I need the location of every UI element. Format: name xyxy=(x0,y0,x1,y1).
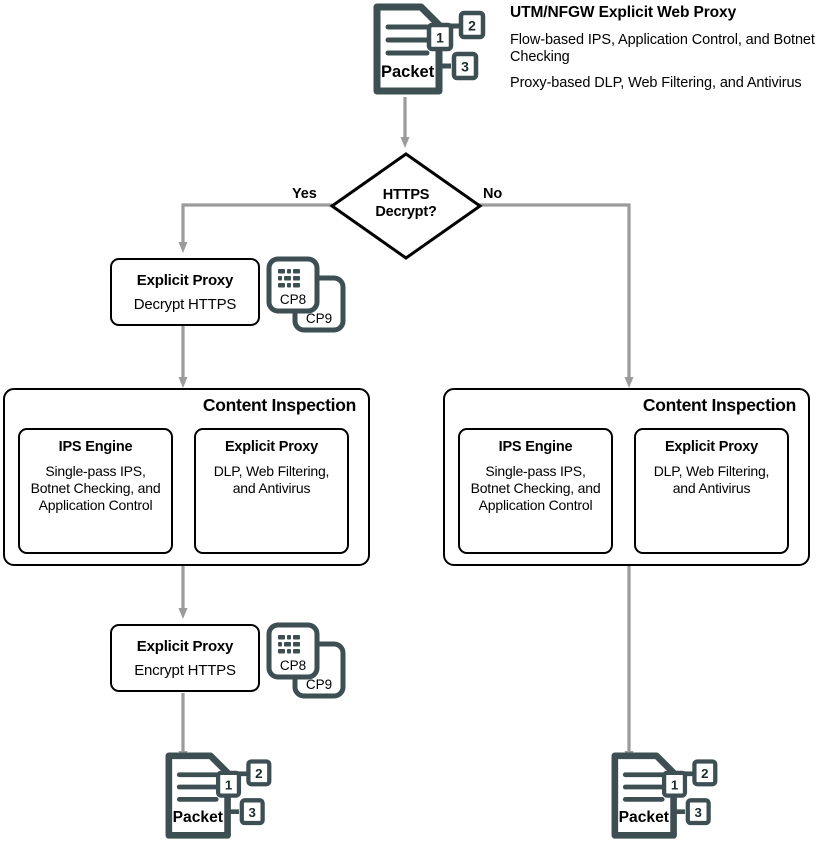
cp-chip-back-label: CP9 xyxy=(306,677,332,692)
ci-right-panel-proxy-body: DLP, Web Filtering, and Antivirus xyxy=(653,463,770,496)
decision-label: HTTPS Decrypt? xyxy=(331,187,481,221)
cp-chip-pair-encrypt: CP9 CP8 xyxy=(265,622,347,705)
content-inspection-left: Content Inspection IPS Engine Single-pas… xyxy=(3,388,370,566)
cp-chip-back-label: CP9 xyxy=(306,311,332,326)
ci-right-panel-ips: IPS Engine Single-pass IPS, Botnet Check… xyxy=(458,428,613,554)
ci-left-panel-ips-body: Single-pass IPS, Botnet Checking, and Ap… xyxy=(30,463,161,513)
cp-chip-pair-decrypt: CP9 CP8 xyxy=(265,256,347,339)
legend-title: UTM/NFGW Explicit Web Proxy xyxy=(510,4,737,21)
decision-label-line2: Decrypt? xyxy=(375,204,437,221)
packet-badge-1: 1 xyxy=(671,777,678,792)
content-inspection-right: Content Inspection IPS Engine Single-pas… xyxy=(443,388,810,566)
packet-badge-2: 2 xyxy=(255,766,262,781)
ci-left-panel-proxy: Explicit Proxy DLP, Web Filtering, and A… xyxy=(194,428,349,554)
legend-block: UTM/NFGW Explicit Web Proxy Flow-based I… xyxy=(510,4,818,92)
cp-chip-front-label: CP8 xyxy=(280,292,306,307)
content-inspection-left-heading: Content Inspection xyxy=(202,395,356,415)
arrow-yes-to-decrypt xyxy=(178,203,332,253)
chip-grid-icon xyxy=(278,635,300,654)
packet-icon-top: 1 2 3 Packet xyxy=(367,3,495,103)
ci-right-panel-proxy: Explicit Proxy DLP, Web Filtering, and A… xyxy=(634,428,789,554)
ci-right-panel-proxy-title: Explicit Proxy xyxy=(664,439,759,455)
branch-label-no: No xyxy=(483,186,503,202)
decrypt-box-subtitle: Decrypt HTTPS xyxy=(133,295,237,313)
ci-left-panel-ips-title: IPS Engine xyxy=(58,439,133,455)
packet-badge-2: 2 xyxy=(701,766,708,781)
packet-label: Packet xyxy=(173,809,224,826)
packet-badge-2: 2 xyxy=(468,18,476,34)
packet-badge-3: 3 xyxy=(695,805,702,820)
decision-diamond xyxy=(328,150,484,267)
packet-badge-3: 3 xyxy=(249,805,256,820)
packet-icon-bottom-right: 1 2 3 Packet xyxy=(591,752,741,842)
ci-left-panel-ips: IPS Engine Single-pass IPS, Botnet Check… xyxy=(18,428,173,554)
ci-right-panel-ips-title: IPS Engine xyxy=(498,439,573,455)
packet-label: Packet xyxy=(619,809,670,826)
legend-line-1: Flow-based IPS, Application Control, and… xyxy=(510,31,815,65)
explicit-proxy-encrypt-box: Explicit Proxy Encrypt HTTPS xyxy=(110,624,260,692)
packet-icon-bottom-left: 1 2 3 Packet xyxy=(145,752,295,842)
packet-label: Packet xyxy=(381,63,435,81)
packet-badge-1: 1 xyxy=(225,777,232,792)
ci-left-panel-proxy-title: Explicit Proxy xyxy=(224,439,319,455)
ci-right-panel-ips-body: Single-pass IPS, Botnet Checking, and Ap… xyxy=(470,463,601,513)
explicit-proxy-decrypt-box: Explicit Proxy Decrypt HTTPS xyxy=(110,258,260,326)
encrypt-box-title: Explicit Proxy xyxy=(136,637,234,655)
legend-line-2: Proxy-based DLP, Web Filtering, and Anti… xyxy=(510,74,802,91)
content-inspection-right-heading: Content Inspection xyxy=(642,395,796,415)
chip-grid-icon xyxy=(278,269,300,288)
ci-left-panel-proxy-body: DLP, Web Filtering, and Antivirus xyxy=(213,463,330,496)
decrypt-box-title: Explicit Proxy xyxy=(136,271,234,289)
encrypt-box-subtitle: Encrypt HTTPS xyxy=(134,661,236,679)
decision-label-line1: HTTPS xyxy=(382,187,430,203)
cp-chip-front-label: CP8 xyxy=(280,658,306,673)
branch-label-yes: Yes xyxy=(292,186,317,202)
packet-badge-3: 3 xyxy=(461,59,469,75)
packet-badge-1: 1 xyxy=(436,30,444,46)
arrow-no-to-right-inspection xyxy=(479,203,634,388)
